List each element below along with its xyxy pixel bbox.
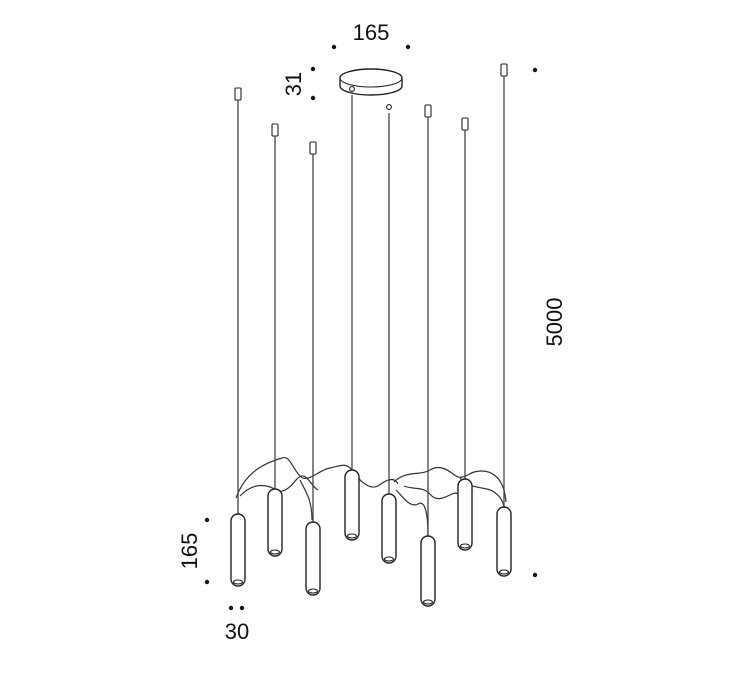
dimension-dot (204, 517, 210, 523)
dimension-cable-length: 5000 (532, 67, 567, 578)
lamp-tube (230, 513, 246, 587)
ceiling-canopy (339, 68, 403, 110)
dimension-dot (331, 44, 337, 50)
lamp-lens (346, 533, 358, 539)
lamp-lens (307, 588, 319, 594)
pendant-unit (267, 123, 283, 557)
dimension-dot (405, 44, 411, 50)
pendant-unit (420, 104, 436, 607)
lamp-tube (267, 488, 283, 557)
cable-clamp (461, 117, 469, 131)
lamp-lens (459, 543, 471, 549)
dimension-dot (228, 605, 234, 611)
cable-clamp (500, 63, 508, 77)
pendant-unit (230, 87, 246, 587)
canopy-diameter-label: 165 (353, 20, 390, 45)
dimension-dot (532, 67, 538, 73)
canopy-height-label: 31 (281, 72, 306, 96)
pendant-units (230, 63, 512, 607)
dimension-pendant-length: 165 (177, 517, 210, 585)
pendant-unit (305, 141, 321, 596)
lamp-tube (496, 506, 512, 577)
pendant-unit (496, 63, 512, 577)
lamp-lens (232, 579, 244, 585)
lamp-tube (457, 478, 473, 551)
lamp-tube (381, 493, 397, 564)
pendant-diameter-label: 30 (225, 619, 249, 644)
dimension-canopy-diameter: 165 (331, 20, 411, 50)
dimension-dot (532, 572, 538, 578)
lamp-tube (305, 521, 321, 596)
pendant-unit (457, 117, 473, 551)
dimension-dot (204, 579, 210, 585)
dimension-dot (239, 605, 245, 611)
dimension-canopy-height: 31 (281, 66, 316, 101)
cable-length-label: 5000 (542, 298, 567, 347)
lamp-lens (422, 599, 434, 605)
dimension-dot (310, 66, 316, 72)
lamp-tube (420, 535, 436, 607)
pendant-unit (344, 95, 360, 541)
dimension-pendant-diameter: 30 (225, 605, 249, 644)
pendant-length-label: 165 (177, 533, 202, 570)
lamp-lens (269, 549, 281, 555)
pendant-unit (381, 113, 397, 564)
cable-clamp (234, 87, 242, 101)
lamp-lens (383, 556, 395, 562)
cable-clamp (424, 104, 432, 118)
lamp-lens (498, 569, 510, 575)
dimension-dot (310, 95, 316, 101)
cable-clamp (309, 141, 317, 155)
cable-clamp (271, 123, 279, 137)
lamp-tube (344, 469, 360, 541)
